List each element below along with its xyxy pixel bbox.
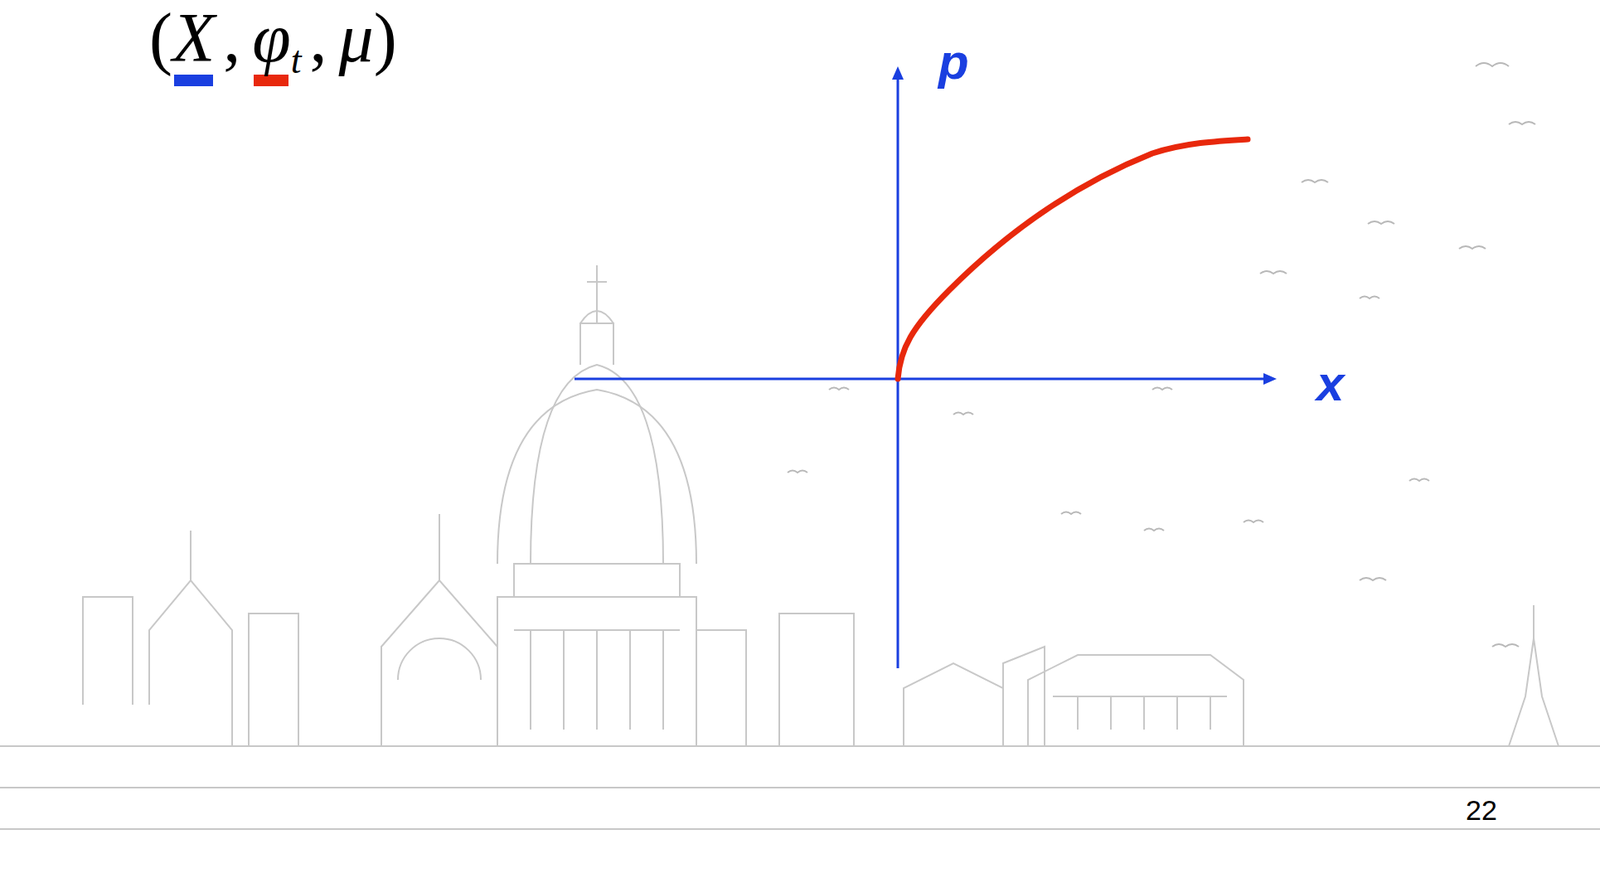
paren: ): [373, 0, 398, 77]
axis-label: p: [938, 33, 970, 91]
red-underline: [253, 74, 289, 87]
axes: [574, 66, 1277, 669]
comma: ,: [223, 0, 241, 77]
birds: [787, 63, 1536, 647]
paren: (: [149, 0, 173, 77]
math-symbol: X: [172, 0, 215, 77]
phase-curve: [897, 139, 1248, 379]
skyline-sketch: [0, 265, 1600, 830]
math-symbol: φ: [252, 0, 291, 77]
math-symbol: μ: [339, 0, 374, 77]
page-number: 22: [1465, 794, 1498, 827]
blue-underline: [174, 74, 214, 87]
axis-label: x: [1316, 354, 1344, 413]
subscript: t: [290, 38, 302, 82]
formula: (X,φt,μ): [149, 3, 398, 73]
comma: ,: [310, 0, 328, 77]
